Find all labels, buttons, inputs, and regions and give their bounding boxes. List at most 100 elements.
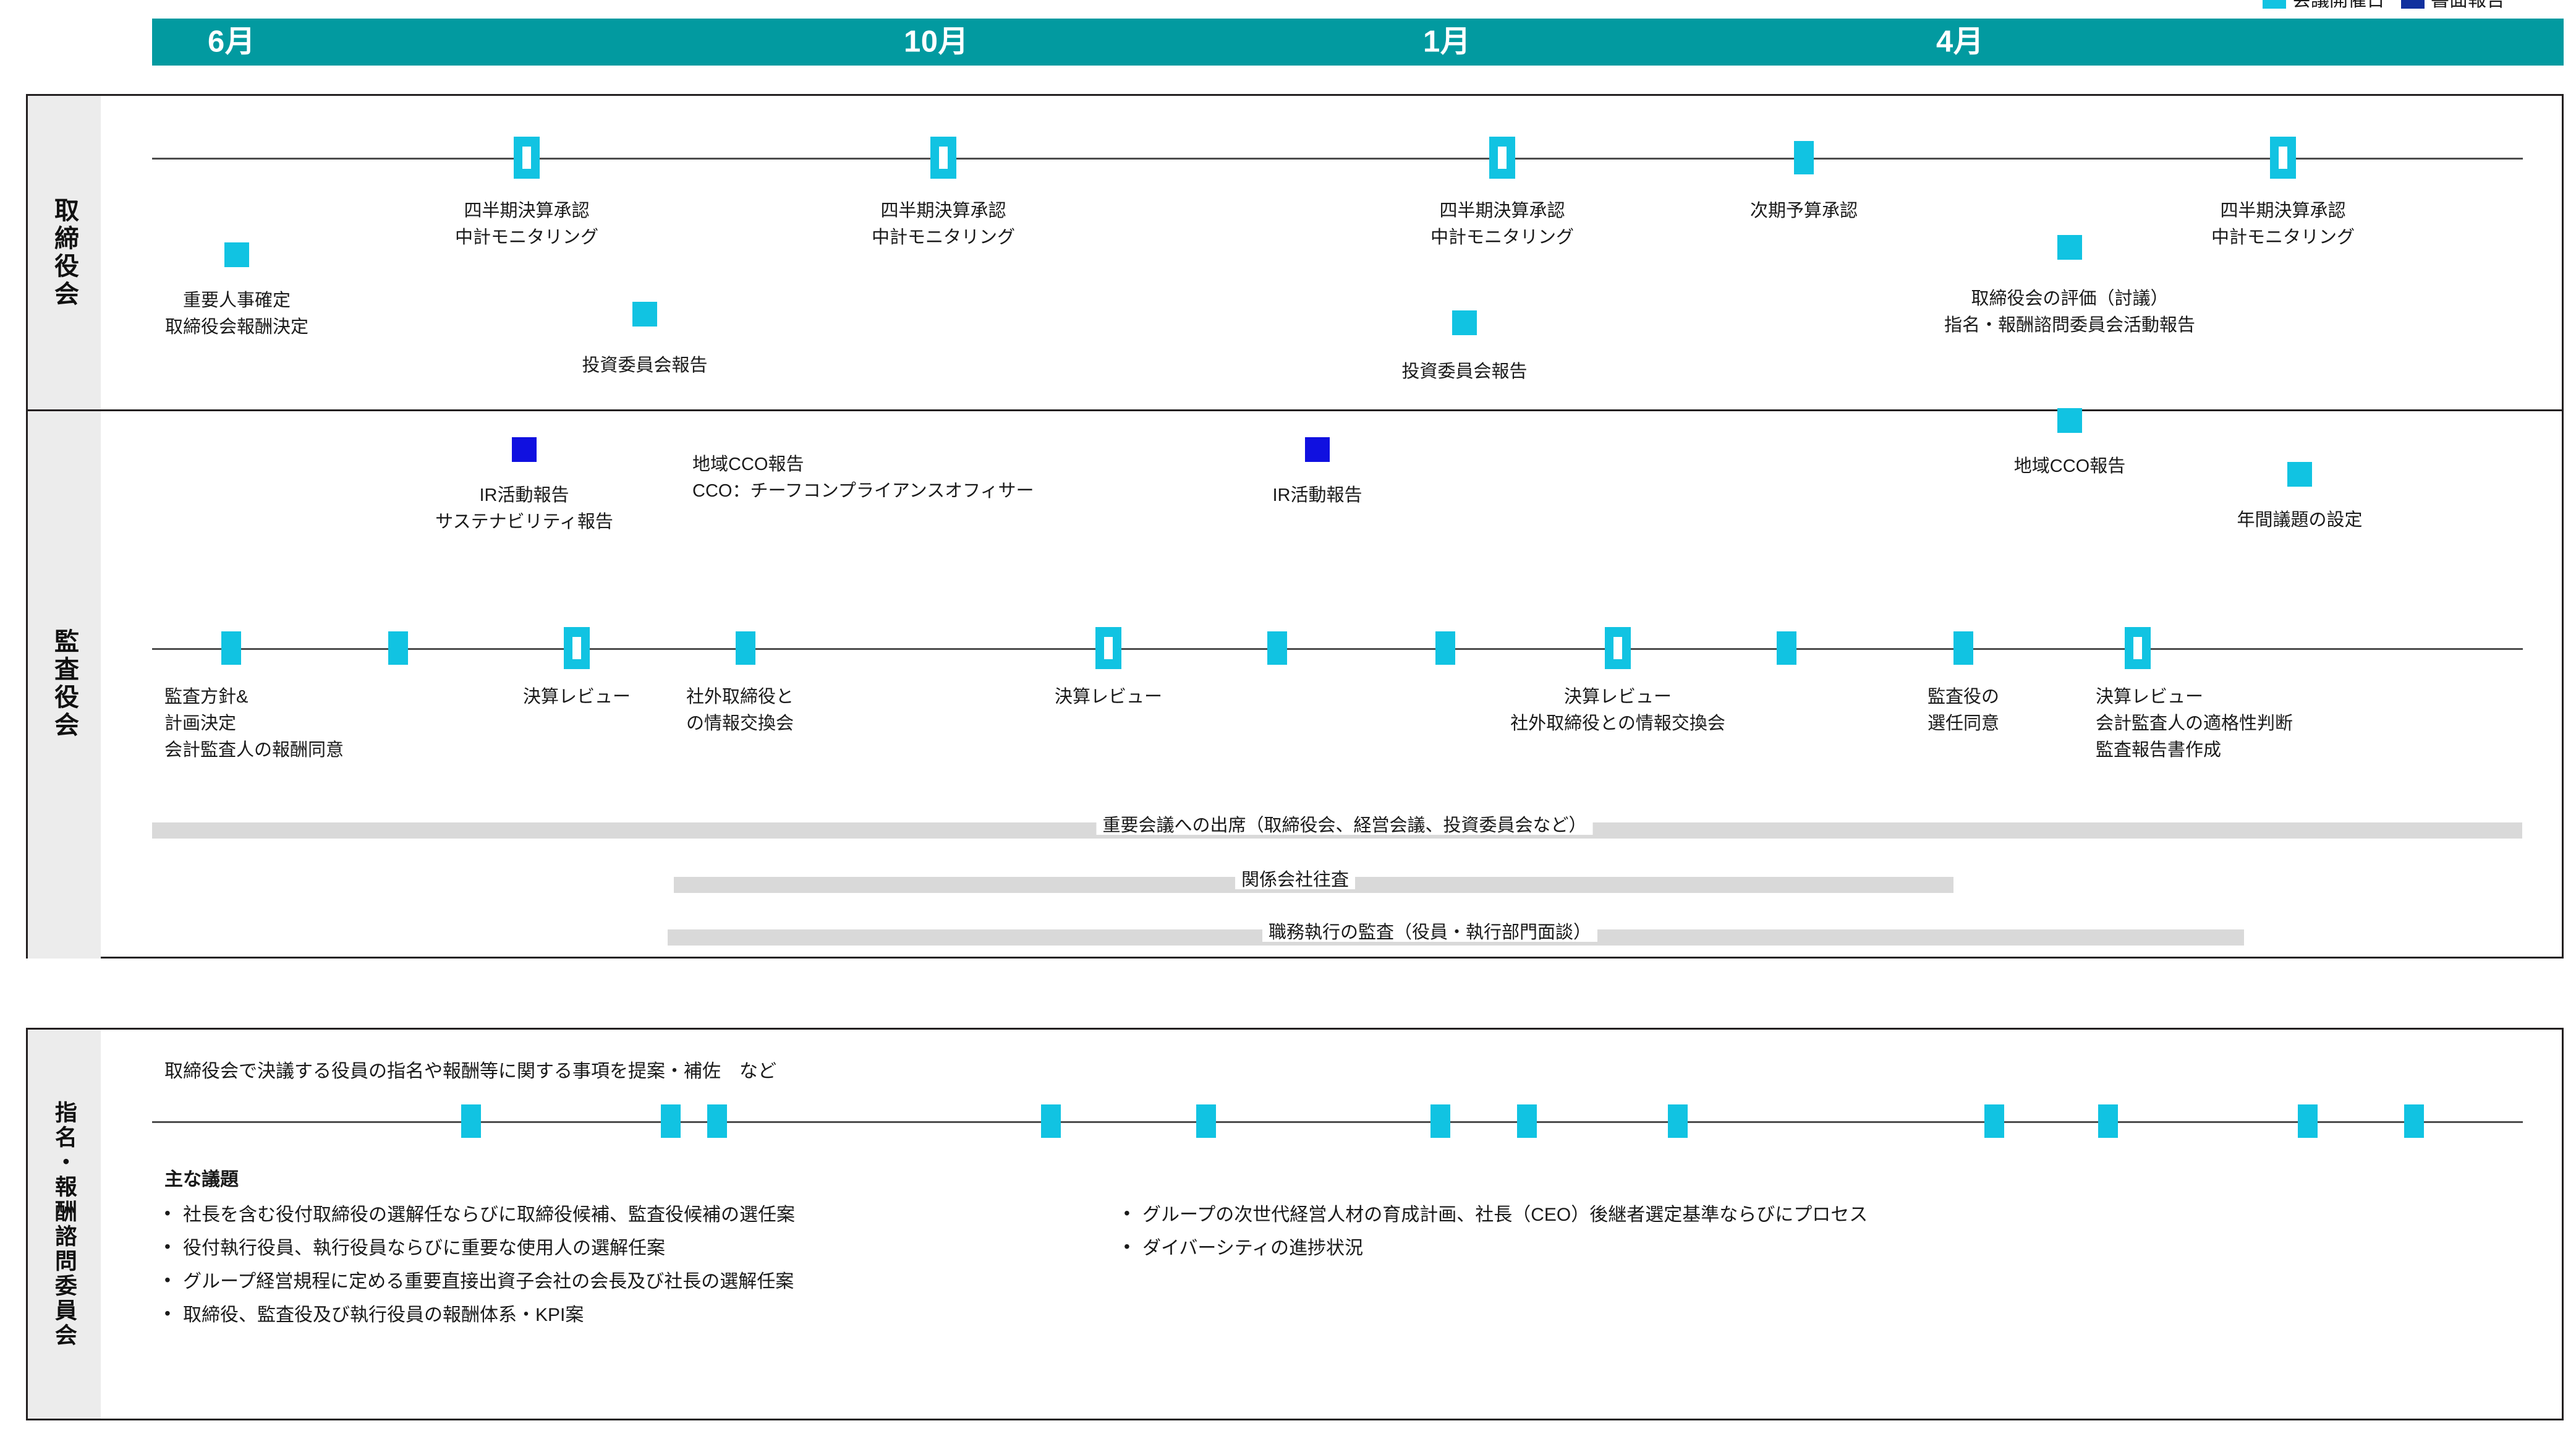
marker-board-11[interactable] (512, 437, 537, 462)
marker-board-4[interactable] (2270, 137, 2296, 179)
caption-line: 取締役会報酬決定 (164, 317, 309, 337)
bullet-item: 役付執行役員、執行役員ならびに重要な使用人の選解任案 (164, 1238, 795, 1258)
caption-line: 投資委員会報告 (1401, 362, 1528, 382)
month-label-4月: 4月 (1936, 25, 1984, 59)
caption-line: 四半期決算承認 (464, 201, 590, 221)
row-label-board: 取締役会 (28, 96, 101, 409)
legend-label-0: 会議開催日 (2292, 0, 2385, 11)
caption-line: 次期予算承認 (1749, 201, 1858, 221)
caption-audit-3: 決算レビュー (1055, 684, 1162, 711)
marker-nomination-11[interactable] (2404, 1104, 2424, 1138)
caption-line: 監査報告書作成 (2096, 740, 2222, 760)
caption-audit-2: 社外取締役との情報交換会 (686, 684, 794, 737)
caption-line: IR活動報告 (479, 485, 569, 505)
marker-audit-4[interactable] (1095, 627, 1121, 669)
caption-line: 中計モニタリング (2211, 227, 2355, 247)
marker-board-5[interactable] (224, 242, 249, 267)
caption-board-5: 四半期決算承認中計モニタリング (2211, 198, 2355, 251)
month-label-10月: 10月 (904, 25, 969, 59)
row-divider (28, 409, 2562, 411)
marker-board-12[interactable] (1305, 437, 1330, 462)
caption-line: 決算レビュー (2096, 687, 2204, 707)
caption-line: 重要人事確定 (182, 291, 291, 310)
caption-board-13: 年間議題の設定 (2237, 507, 2362, 534)
marker-audit-1[interactable] (388, 631, 408, 665)
marker-nomination-1[interactable] (661, 1104, 681, 1138)
legend-item-1: 書面報告 (2401, 0, 2505, 10)
marker-nomination-9[interactable] (2098, 1104, 2118, 1138)
marker-nomination-8[interactable] (1984, 1104, 2004, 1138)
bullet-item: 取締役、監査役及び執行役員の報酬体系・KPI案 (164, 1305, 795, 1325)
nomination-agenda-title: 主な議題 (164, 1169, 239, 1190)
caption-line: 中計モニタリング (871, 227, 1016, 247)
caption-line: 監査方針& (164, 687, 249, 707)
marker-audit-8[interactable] (1777, 631, 1796, 665)
caption-audit-4: 決算レビュー社外取締役との情報交換会 (1510, 684, 1725, 737)
caption-board-10: IR活動報告サステナビリティ報告 (435, 482, 613, 536)
caption-audit-6: 決算レビュー会計監査人の適格性判断監査報告書作成 (2096, 684, 2293, 764)
caption-board-0: 重要人事確定取締役会報酬決定 (165, 288, 308, 341)
marker-board-10[interactable] (2287, 462, 2312, 487)
caption-line: サステナビリティ報告 (435, 511, 613, 532)
timeline-axis-audit (152, 648, 2523, 650)
marker-audit-3[interactable] (736, 631, 755, 665)
legend-item-0: 会議開催日 (2263, 0, 2385, 10)
caption-board-12: 地域CCO報告 (2014, 453, 2125, 480)
caption-line: 決算レビュー (1563, 687, 1672, 707)
caption-board-6: 投資委員会報告 (582, 352, 707, 379)
caption-line: 社外取締役と (686, 687, 794, 707)
timeline-axis-nomination (152, 1121, 2523, 1123)
legend: 会議開催日 書面報告 (2263, 0, 2505, 10)
caption-audit-1: 決算レビュー (523, 684, 631, 711)
caption-board-1: 四半期決算承認中計モニタリング (455, 198, 598, 251)
caption-line: 四半期決算承認 (1439, 201, 1565, 221)
bullet-item: グループの次世代経営人材の育成計画、社長（CEO）後継者選定基準ならびにプロセス (1124, 1205, 1868, 1224)
caption-line: 指名・報酬諮問委員会活動報告 (1944, 315, 2196, 335)
marker-nomination-7[interactable] (1668, 1104, 1688, 1138)
caption-board-8: 取締役会の評価（討議）指名・報酬諮問委員会活動報告 (1944, 286, 2195, 339)
activity-bar-label-0: 重要会議への出席（取締役会、経営会議、投資委員会など） (1096, 817, 1593, 835)
marker-audit-10[interactable] (2125, 627, 2151, 669)
marker-board-6[interactable] (632, 302, 657, 327)
marker-board-0[interactable] (514, 137, 540, 179)
marker-nomination-4[interactable] (1196, 1104, 1216, 1138)
marker-audit-7[interactable] (1605, 627, 1631, 669)
marker-board-3[interactable] (1794, 141, 1814, 174)
bullet-item: ダイバーシティの進捗状況 (1124, 1238, 1868, 1258)
caption-line: CCO：チーフコンプライアンスオフィサー (692, 480, 1034, 501)
caption-line: 社外取締役との情報交換会 (1510, 713, 1725, 733)
marker-board-8[interactable] (2057, 235, 2082, 260)
marker-audit-9[interactable] (1953, 631, 1973, 665)
caption-line: 監査役の (1927, 687, 2000, 707)
marker-nomination-6[interactable] (1517, 1104, 1537, 1138)
marker-board-2[interactable] (1489, 137, 1515, 179)
marker-nomination-2[interactable] (707, 1104, 727, 1138)
legend-label-1: 書面報告 (2431, 0, 2505, 11)
caption-line: 投資委員会報告 (582, 356, 708, 375)
marker-audit-0[interactable] (221, 631, 241, 665)
activity-bar-label-2: 職務執行の監査（役員・執行部門面談） (1262, 924, 1598, 942)
marker-audit-5[interactable] (1267, 631, 1287, 665)
caption-line: 年間議題の設定 (2237, 510, 2363, 530)
marker-audit-2[interactable] (564, 627, 590, 669)
marker-board-9[interactable] (2057, 408, 2082, 433)
caption-line: 決算レビュー (1054, 687, 1163, 707)
caption-line: の情報交換会 (686, 713, 794, 733)
marker-nomination-0[interactable] (461, 1104, 481, 1138)
marker-nomination-3[interactable] (1041, 1104, 1061, 1138)
marker-board-7[interactable] (1452, 310, 1477, 335)
nom-bullets-right: グループの次世代経営人材の育成計画、社長（CEO）後継者選定基準ならびにプロセス… (1124, 1205, 1868, 1273)
marker-nomination-5[interactable] (1430, 1104, 1450, 1138)
nomination-intro: 取締役会で決議する役員の指名や報酬等に関する事項を提案・補佐 など (164, 1061, 776, 1082)
nom-bullets-left: 社長を含む役付取締役の選解任ならびに取締役候補、監査役候補の選任案役付執行役員、… (164, 1205, 795, 1339)
marker-nomination-10[interactable] (2298, 1104, 2318, 1138)
activity-bar-label-1: 関係会社往査 (1235, 871, 1356, 889)
caption-line: 計画決定 (164, 713, 237, 733)
marker-audit-6[interactable] (1435, 631, 1455, 665)
marker-board-1[interactable] (930, 137, 956, 179)
month-label-1月: 1月 (1423, 25, 1471, 59)
row-label-audit: 監査役会 (28, 409, 101, 959)
caption-audit-0: 監査方針&計画決定会計監査人の報酬同意 (164, 684, 344, 764)
caption-line: IR活動報告 (1272, 485, 1362, 505)
